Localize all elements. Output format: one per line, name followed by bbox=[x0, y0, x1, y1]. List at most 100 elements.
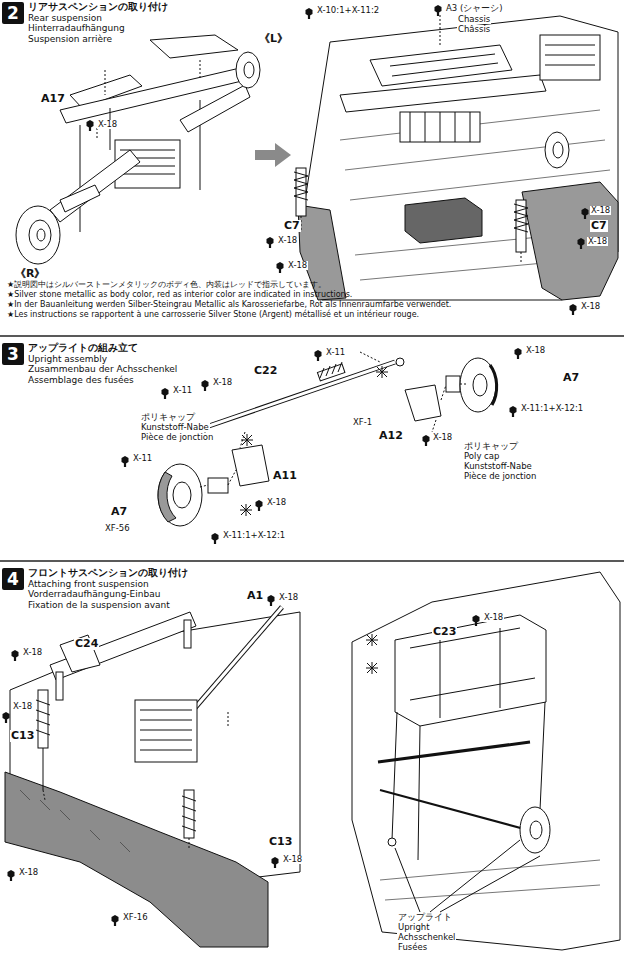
part-number: A7 bbox=[562, 372, 580, 384]
upright-assembly bbox=[460, 358, 496, 412]
screw-callout: X-18 bbox=[287, 261, 308, 270]
front-suspension-assembly bbox=[395, 615, 546, 726]
screw-callout: X-18 bbox=[590, 206, 611, 215]
screw-callout: X-18 bbox=[97, 120, 118, 129]
front-suspension-assembly bbox=[352, 572, 620, 950]
rear-suspension-assembly bbox=[150, 35, 238, 58]
front-chassis bbox=[20, 790, 130, 852]
upright-assembly bbox=[320, 362, 342, 378]
front-chassis bbox=[43, 712, 228, 850]
rear-chassis bbox=[340, 75, 546, 112]
screw-callout: X-18 bbox=[282, 855, 303, 864]
front-suspension-assembly bbox=[380, 790, 528, 830]
rear-suspension-assembly bbox=[180, 85, 250, 132]
step-heading: フロントサスペンションの取り付け bbox=[28, 568, 188, 578]
screw-icon bbox=[582, 208, 589, 219]
rear-chassis bbox=[301, 15, 521, 262]
step-number-box: 4フロントサスペンションの取り付けAttaching front suspens… bbox=[2, 568, 24, 590]
part-number: A11 bbox=[272, 470, 298, 482]
upright-assembly bbox=[173, 482, 191, 508]
upright-assembly bbox=[317, 364, 345, 381]
step-heading: アップライトの組み立て bbox=[28, 343, 138, 353]
part-number: A12 bbox=[378, 430, 404, 442]
step-number-box: 3アップライトの組み立てUpright assemblyZusammenbau … bbox=[2, 343, 24, 365]
screw-icon bbox=[12, 650, 19, 661]
paint-note: ★説明図中はシルバーストーンメタリックのボディ色、内装はレッドで指示しています。 bbox=[6, 281, 327, 290]
screw-callout: Châssis bbox=[457, 25, 491, 34]
rear-suspension-assembly bbox=[244, 62, 254, 78]
upright-assembly bbox=[208, 478, 228, 493]
part-number: 《R》 bbox=[14, 268, 46, 280]
rear-suspension-assembly bbox=[236, 52, 260, 88]
screw-icon bbox=[510, 406, 517, 417]
screw-callout: X-18 bbox=[277, 236, 298, 245]
part-number: A1 bbox=[246, 590, 264, 602]
part-note: Upright bbox=[397, 923, 431, 932]
step-separator bbox=[0, 336, 624, 561]
front-chassis bbox=[182, 796, 196, 831]
step-number-box: 2リアサスペンションの取り付けRear suspensionHinterrada… bbox=[2, 2, 24, 24]
front-chassis bbox=[38, 690, 48, 748]
upright-assembly bbox=[405, 385, 441, 421]
screw-icon bbox=[3, 5, 589, 926]
screw-callout: X-11 bbox=[325, 348, 346, 357]
front-chassis bbox=[5, 607, 300, 947]
screw-icon bbox=[423, 435, 430, 446]
screw-icon bbox=[3, 712, 10, 723]
screw-callout: XF-16 bbox=[122, 913, 149, 922]
part-note: Kunststoff-Nabe bbox=[140, 423, 210, 432]
screw-icon bbox=[122, 456, 129, 467]
rear-suspension-assembly bbox=[37, 229, 45, 241]
rear-chassis bbox=[294, 172, 308, 200]
screw-callout: X-18 bbox=[266, 498, 287, 507]
screw-icon bbox=[277, 262, 284, 273]
upright-assembly bbox=[200, 352, 468, 487]
screw-callout: X-18 bbox=[18, 868, 39, 877]
screw-icon bbox=[578, 238, 585, 249]
rear-chassis bbox=[553, 142, 563, 158]
screw-icon bbox=[162, 388, 169, 399]
rear-chassis bbox=[540, 35, 600, 80]
part-number: 《L》 bbox=[258, 33, 289, 45]
screw-callout: X-18 bbox=[580, 302, 601, 311]
front-suspension-assembly bbox=[520, 807, 550, 853]
screw-icon bbox=[256, 500, 263, 511]
upright-assembly bbox=[203, 362, 395, 428]
screw-callout: X-18 bbox=[525, 346, 546, 355]
part-note: Pièce de jonction bbox=[463, 472, 537, 481]
screw-callout: XF-56 bbox=[104, 524, 131, 533]
front-chassis bbox=[50, 612, 196, 680]
rear-suspension-assembly bbox=[16, 206, 60, 264]
step-number: 2 bbox=[2, 2, 24, 24]
front-suspension-assembly bbox=[352, 572, 620, 950]
front-suspension-assembly bbox=[530, 821, 542, 839]
step-separator bbox=[0, 335, 624, 337]
rear-chassis bbox=[300, 16, 618, 300]
screw-icon bbox=[267, 237, 274, 248]
front-chassis bbox=[43, 748, 44, 790]
screw-icon bbox=[112, 915, 119, 926]
screw-icon bbox=[272, 857, 279, 868]
rear-suspension-assembly bbox=[60, 185, 100, 212]
front-suspension-assembly bbox=[388, 838, 396, 846]
part-note: Kunststoff-Nabe bbox=[463, 462, 533, 471]
step-heading: Fixation de la suspension avant bbox=[28, 601, 170, 611]
front-suspension-assembly bbox=[378, 742, 530, 762]
screw-icon bbox=[212, 533, 219, 544]
screw-callout: X-11 bbox=[132, 454, 153, 463]
part-number: A17 bbox=[40, 93, 66, 105]
screw-callout: X-18 bbox=[212, 378, 233, 387]
rear-suspension-assembly bbox=[50, 150, 140, 222]
paint-note: ★Silver stone metallic as body color, re… bbox=[6, 291, 353, 300]
rear-chassis bbox=[390, 54, 498, 76]
screw-callout: X-18 bbox=[432, 433, 453, 442]
front-suspension-assembly bbox=[392, 712, 397, 840]
screw-callout: X-18 bbox=[587, 237, 608, 246]
step-heading: Suspension arrière bbox=[28, 35, 112, 45]
rear-chassis bbox=[294, 15, 618, 300]
screw-icon bbox=[435, 5, 442, 16]
step-heading: Vorderradaufhängung-Einbau bbox=[28, 590, 160, 600]
step-heading: Assemblage des fusées bbox=[28, 376, 134, 386]
screw-icon bbox=[87, 120, 94, 131]
